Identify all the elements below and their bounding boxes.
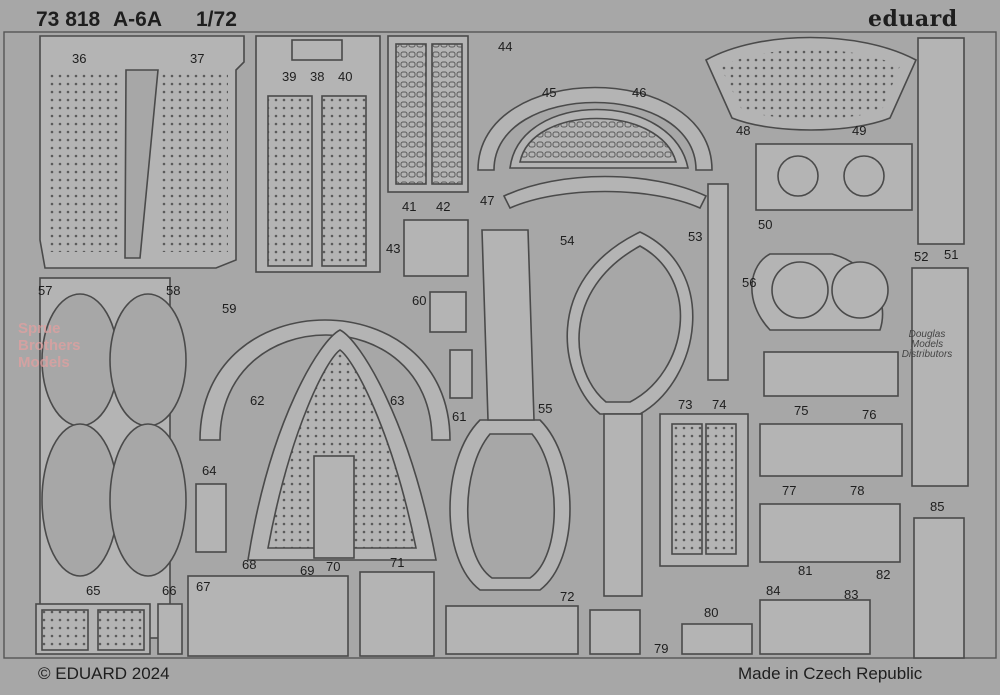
part-number: 54 [560, 233, 575, 248]
scale: 1/72 [196, 8, 237, 31]
part-number: 46 [632, 85, 647, 100]
part-number: 38 [310, 69, 325, 84]
part-number: 52 [914, 249, 929, 264]
part-number: 55 [538, 401, 553, 416]
part-number: 40 [338, 69, 353, 84]
part-number: 72 [560, 589, 575, 604]
origin: Made in Czech Republic [738, 664, 923, 683]
part-number: 63 [390, 393, 405, 408]
part-number: 60 [412, 293, 427, 308]
part-number: 82 [876, 567, 891, 582]
part-number: 73 [678, 397, 693, 412]
part-number: 62 [250, 393, 265, 408]
part-number: 42 [436, 199, 451, 214]
part-number: 56 [742, 275, 757, 290]
part-number: 80 [704, 605, 719, 620]
part-number: 77 [782, 483, 797, 498]
part-number: 37 [190, 51, 205, 66]
part-number: 49 [852, 123, 867, 138]
part-number: 71 [390, 555, 405, 570]
part-number: 84 [766, 583, 781, 598]
part-number: 47 [480, 193, 495, 208]
part-number: 53 [688, 229, 703, 244]
part-number: 74 [712, 397, 727, 412]
watermark: Sprue Brothers Models [18, 320, 81, 371]
part-number: 59 [222, 301, 237, 316]
part-number: 36 [72, 51, 87, 66]
part-number: 58 [166, 283, 181, 298]
part-number: 70 [326, 559, 341, 574]
set-number: 73 818 [36, 8, 101, 31]
part-number: 78 [850, 483, 865, 498]
part-number: 39 [282, 69, 297, 84]
part-number: 69 [300, 563, 315, 578]
distributor-logo: Douglas Models Distributors [901, 329, 953, 360]
part-number: 64 [202, 463, 217, 478]
part-number: 57 [38, 283, 53, 298]
part-number: 44 [498, 39, 513, 54]
copyright: © EDUARD 2024 [38, 664, 170, 683]
brand-logo: eduard [868, 6, 958, 32]
part-number: 81 [798, 563, 813, 578]
part-number: 41 [402, 199, 417, 214]
part-number: 79 [654, 641, 669, 656]
part-number: 66 [162, 583, 177, 598]
part-number: 48 [736, 123, 751, 138]
part-number: 50 [758, 217, 773, 232]
part-number: 68 [242, 557, 257, 572]
kit-name: A-6A [113, 8, 163, 31]
part-number: 61 [452, 409, 467, 424]
part-number: 83 [844, 587, 859, 602]
part-number: 75 [794, 403, 809, 418]
part-number: 43 [386, 241, 401, 256]
part-number: 67 [196, 579, 211, 594]
part-number: 85 [930, 499, 945, 514]
part-number: 51 [944, 247, 959, 262]
part-number: 65 [86, 583, 101, 598]
part-number: 45 [542, 85, 557, 100]
part-number: 76 [862, 407, 877, 422]
